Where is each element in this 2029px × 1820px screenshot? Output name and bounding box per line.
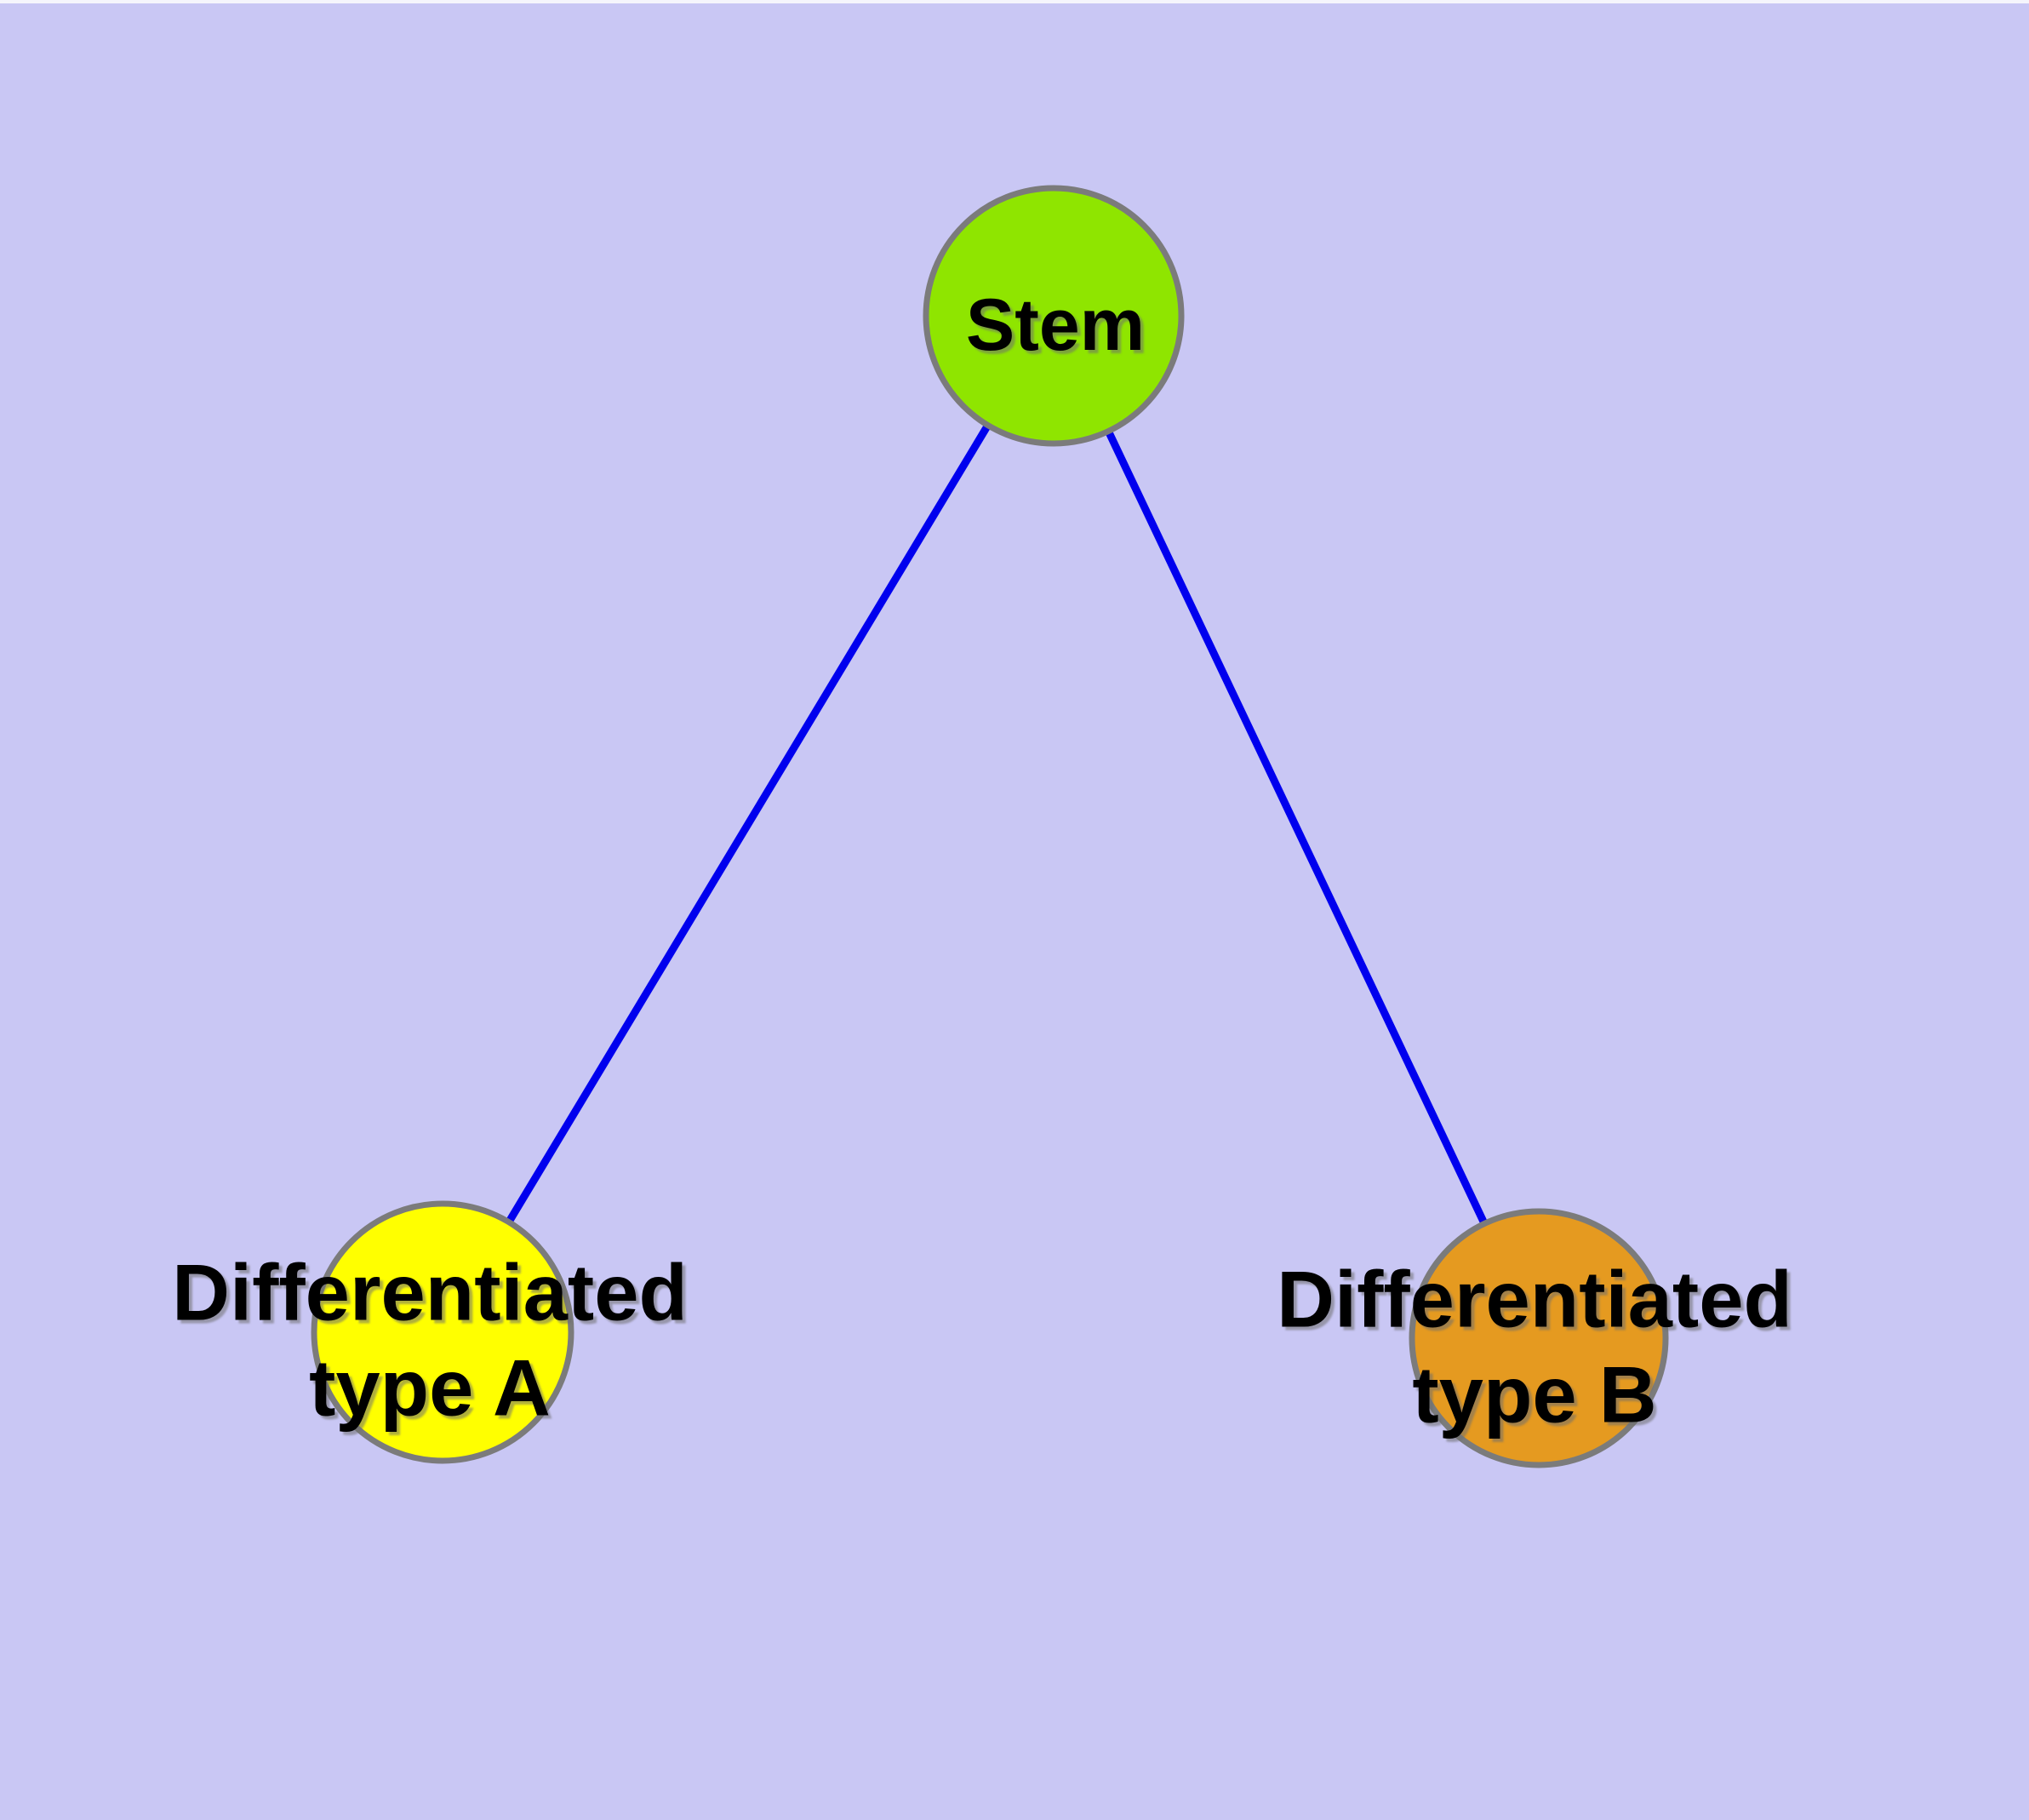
node-type-b-label-line2: type B — [1412, 1350, 1656, 1439]
node-type-a-label-line2: type A — [309, 1343, 551, 1433]
node-stem-circle[interactable] — [923, 185, 1185, 447]
node-stem-label: Stem — [966, 284, 1145, 366]
edge-stem-to-type-a[interactable] — [439, 313, 1057, 1335]
node-type-a-label-line1: Differentiated — [172, 1248, 688, 1337]
node-type-b-label-line1: Differentiated — [1277, 1255, 1792, 1344]
edge-stem-to-type-b[interactable] — [1049, 314, 1543, 1340]
node-type-a-circle[interactable] — [311, 1200, 574, 1464]
node-type-b-circle[interactable] — [1409, 1208, 1669, 1468]
window-top-edge — [0, 0, 2029, 3]
